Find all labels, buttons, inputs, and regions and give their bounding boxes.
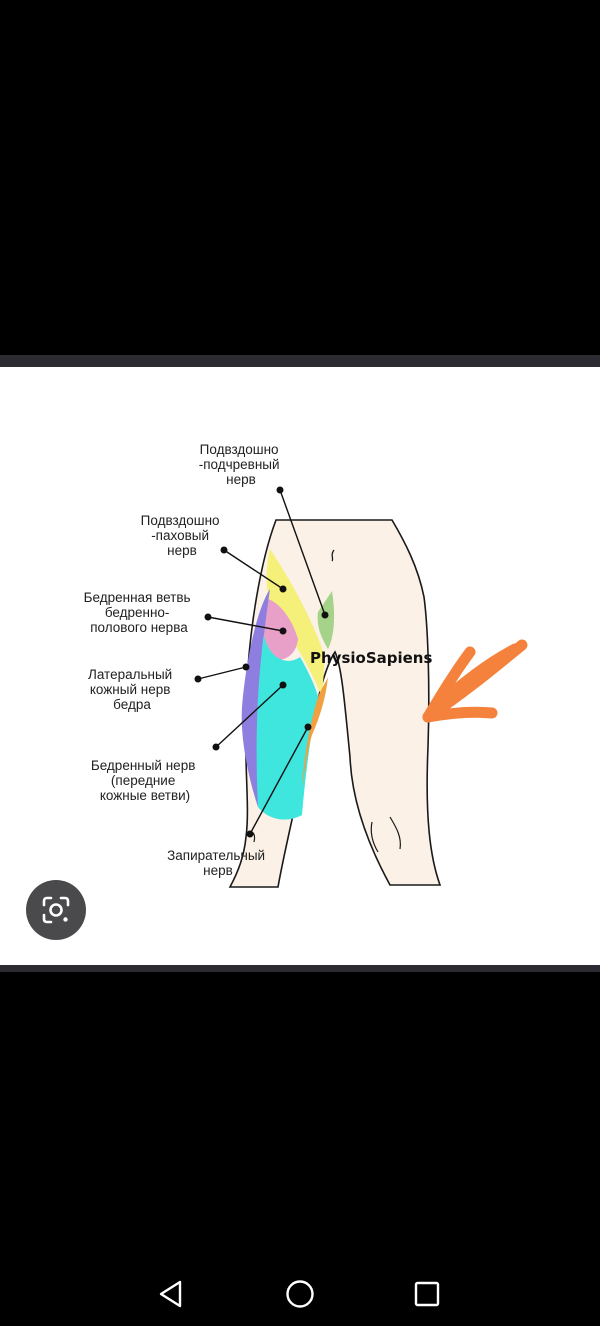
ilioinguinal-zone <box>266 549 325 697</box>
label-iliohypogastric: Подвздошно -подчревный нерв <box>199 442 284 487</box>
knee-line <box>389 816 401 850</box>
system-navigation-bar <box>0 1262 600 1326</box>
top-divider <box>0 355 600 367</box>
brand-watermark: PhysioSapiens <box>310 649 432 667</box>
femoral-zone <box>256 635 318 820</box>
label-lateral-cutaneous: Латеральный кожный нерв бедра <box>88 667 176 712</box>
lateral-cutaneous-zone <box>241 589 270 807</box>
knee-line <box>370 821 379 853</box>
circle-home-icon <box>286 1280 314 1308</box>
recents-button[interactable] <box>407 1274 447 1314</box>
square-recents-icon <box>414 1281 440 1307</box>
obturator-zone <box>302 677 328 787</box>
bottom-divider <box>0 965 600 972</box>
orange-arrow <box>422 639 528 723</box>
label-genitofemoral: Бедренная ветвь бедренно- полового нерва <box>84 590 195 635</box>
label-femoral: Бедренный нерв (передние кожные ветви) <box>91 758 199 803</box>
google-lens-button[interactable] <box>26 880 86 940</box>
google-lens-icon <box>42 896 70 924</box>
triangle-back-icon <box>159 1280 182 1308</box>
navel-mark <box>331 549 335 562</box>
back-button[interactable] <box>151 1274 191 1314</box>
image-viewer[interactable]: Подвздошно -подчревный нерв Подвздошно -… <box>0 367 600 965</box>
leader-lines <box>194 486 329 838</box>
label-obturator: Запирательный нерв <box>167 848 269 878</box>
label-ilioinguinal: Подвздошно -паховый нерв <box>141 513 224 558</box>
iliohypogastric-zone <box>317 591 335 649</box>
home-button[interactable] <box>280 1274 320 1314</box>
nerve-diagram: Подвздошно -подчревный нерв Подвздошно -… <box>84 442 528 888</box>
